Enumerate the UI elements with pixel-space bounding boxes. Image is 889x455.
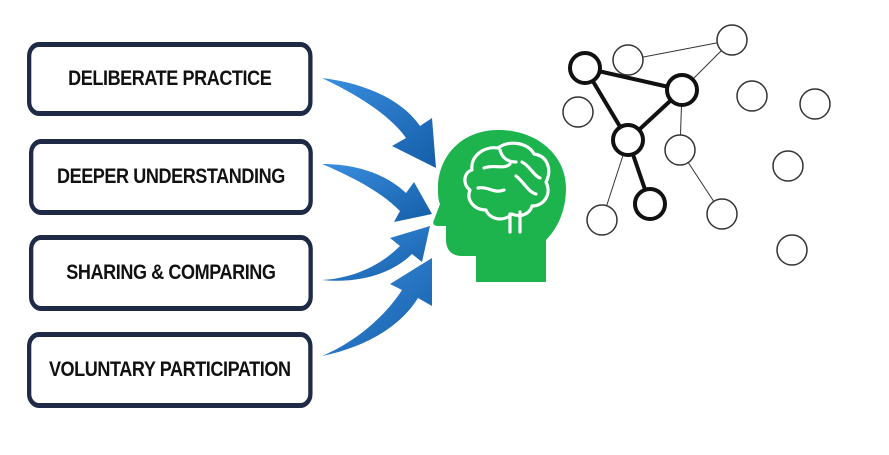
network-node: [799, 88, 831, 120]
box-label: VOLUNTARY PARTICIPATION: [48, 358, 291, 381]
network-node: [776, 234, 808, 266]
network-node: [736, 80, 768, 112]
network-node-bold: [611, 123, 645, 157]
network-node: [612, 44, 644, 76]
network-node: [562, 96, 594, 128]
network-graph-icon: [562, 24, 831, 266]
box-sharing-comparing: SHARING & COMPARING: [29, 235, 313, 311]
curved-arrow-icon: [322, 226, 430, 281]
network-node-bold: [568, 51, 602, 85]
arrow-icon-group: [322, 78, 436, 356]
network-node-bold: [633, 187, 667, 221]
network-node: [664, 134, 696, 166]
curved-arrow-icon: [322, 78, 436, 168]
box-voluntary-participation: VOLUNTARY PARTICIPATION: [27, 332, 313, 408]
box-deeper-understanding: DEEPER UNDERSTANDING: [29, 139, 313, 215]
network-node: [716, 24, 748, 56]
network-node-bold: [665, 73, 699, 107]
curved-arrow-icon: [322, 164, 432, 222]
network-node: [706, 198, 738, 230]
brain-head-icon: [433, 130, 566, 282]
network-node: [586, 204, 618, 236]
network-node: [772, 150, 804, 182]
box-label: DELIBERATE PRACTICE: [68, 67, 272, 90]
box-deliberate-practice: DELIBERATE PRACTICE: [27, 42, 313, 116]
box-label: SHARING & COMPARING: [66, 261, 276, 284]
curved-arrow-icon: [322, 258, 432, 356]
box-label: DEEPER UNDERSTANDING: [56, 165, 285, 188]
